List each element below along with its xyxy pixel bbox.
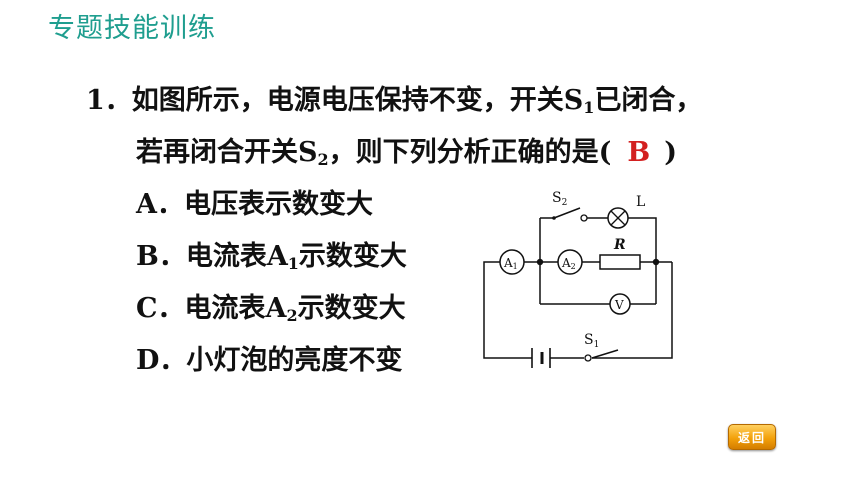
switch-s1-label: S: [563, 85, 584, 116]
switch-s1-subscript: 1: [583, 98, 595, 117]
question-line-1: 1．如图所示，电源电压保持不变，开关S1已闭合，: [86, 78, 702, 117]
option-c-text-b: 示数变大: [297, 293, 406, 324]
option-b-ammeter-label: A: [266, 241, 288, 272]
back-button[interactable]: 返回: [728, 424, 776, 450]
circuit-lamp-label: L: [636, 194, 645, 210]
switch-s1-contact: [584, 354, 592, 362]
lamp-icon: [607, 207, 629, 229]
circuit-s1-label: S1: [584, 332, 599, 350]
ammeter-a2-icon: [557, 249, 583, 275]
option-c-ammeter-label: A: [265, 293, 287, 324]
voltmeter-icon: [609, 293, 631, 315]
question-line-2: 若再闭合开关S2，则下列分析正确的是( B): [136, 130, 677, 169]
option-b-text-a: B．电流表: [136, 241, 267, 272]
question-number: 1．: [86, 85, 132, 116]
option-b: B．电流表A1示数变大: [136, 234, 407, 273]
battery-icon: [531, 348, 551, 368]
junction-right: [652, 258, 660, 266]
circuit-resistor-label: R: [613, 237, 626, 253]
option-c-text-a: C．电流表: [136, 293, 266, 324]
question-text-2b: ，则下列分析正确的是(: [328, 137, 612, 168]
switch-s2-pivot: [552, 216, 556, 220]
close-paren: ): [664, 137, 678, 168]
junction-left: [536, 258, 544, 266]
option-a: A．电压表示数变大: [136, 189, 373, 220]
question-text-1b: 已闭合，: [594, 85, 703, 116]
question-text-1a: 如图所示，电源电压保持不变，开关: [131, 85, 564, 116]
circuit-s2-label: S2: [552, 190, 567, 208]
circuit-wires: [483, 207, 673, 359]
option-d: D．小灯泡的亮度不变: [136, 345, 403, 376]
option-c-ammeter-subscript: 2: [286, 306, 298, 325]
circuit-a2-label: A2: [561, 256, 576, 271]
option-b-ammeter-subscript: 1: [287, 254, 299, 273]
circuit-voltmeter-label: V: [614, 298, 624, 312]
switch-s2-label: S: [298, 137, 318, 168]
circuit-diagram: S2 L R A1 A2 V S1: [483, 190, 673, 368]
switch-s2-contact: [580, 214, 588, 222]
question-text-2a: 若再闭合开关: [136, 137, 298, 168]
circuit-a1-label: A1: [503, 256, 518, 271]
switch-s2-subscript: 2: [317, 150, 329, 169]
page-header-title: 专题技能训练: [48, 13, 216, 44]
option-b-text-b: 示数变大: [298, 241, 407, 272]
resistor-icon: [599, 254, 641, 270]
answer-text: B: [627, 137, 651, 168]
ammeter-a1-icon: [499, 249, 525, 275]
option-c: C．电流表A2示数变大: [136, 286, 406, 325]
